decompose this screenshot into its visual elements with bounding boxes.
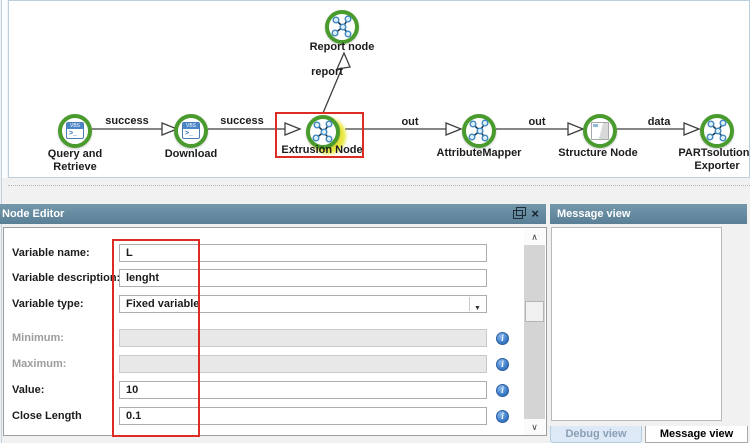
workflow-canvas[interactable]: success success out out data report Repo… [8, 0, 750, 178]
chevron-down-icon: ▼ [474, 305, 481, 312]
info-icon-close-length[interactable]: i [496, 410, 509, 423]
input-maximum [119, 355, 487, 373]
info-icon-value[interactable]: i [496, 384, 509, 397]
node-label-structure: Structure Node [558, 147, 638, 159]
node-download[interactable]: VBS >_ [174, 114, 208, 148]
node-label-query-line1: Query and [47, 148, 103, 160]
node-label-partsolutions-line2: Exporter [694, 160, 740, 172]
script-icon: VBS >_ [66, 122, 84, 139]
label-maximum: Maximum: [12, 358, 67, 370]
dropdown-variable-type[interactable]: Fixed variable ▼ [119, 295, 487, 313]
network-icon [331, 15, 352, 38]
network-icon [468, 119, 489, 142]
scroll-up-icon[interactable]: ∧ [524, 229, 545, 245]
scrollbar-thumb[interactable] [525, 301, 544, 322]
node-label-query-line2: Retrieve [53, 161, 97, 173]
node-extrusion[interactable] [306, 115, 340, 149]
message-view-content[interactable] [551, 227, 722, 421]
dropdown-button[interactable]: ▼ [469, 297, 485, 312]
node-editor-title: Node Editor [2, 208, 65, 220]
dropdown-selected-value: Fixed variable [126, 298, 200, 310]
message-view-title: Message view [557, 208, 631, 220]
form-scrollbar[interactable]: ∧ ∨ [524, 229, 545, 435]
info-icon-maximum[interactable]: i [496, 358, 509, 371]
label-variable-description: Variable description: [12, 272, 121, 284]
node-label-extrusion: Extrusion Node [281, 144, 363, 156]
input-variable-name[interactable] [119, 244, 487, 262]
float-window-icon[interactable] [513, 206, 527, 219]
node-label-attribute-mapper: AttributeMapper [436, 147, 522, 159]
node-query-and-retrieve[interactable]: VBS >_ [58, 114, 92, 148]
tab-debug-view[interactable]: Debug view [550, 426, 642, 443]
node-label-partsolutions-line1: PARTsolutions [678, 147, 750, 159]
tab-message-view[interactable]: Message view [645, 426, 748, 443]
edge-label-report: report [311, 66, 343, 78]
scroll-down-icon[interactable]: ∨ [524, 419, 545, 435]
node-ring [58, 114, 92, 148]
script-icon: VBS >_ [182, 122, 200, 139]
input-value[interactable] [119, 381, 487, 399]
node-partsolutions-exporter[interactable] [700, 114, 734, 148]
label-close-length: Close Length [12, 410, 82, 422]
script-icon-badge: VBS [67, 123, 83, 129]
workflow-edges [92, 51, 701, 136]
message-view-titlebar[interactable]: Message view [550, 204, 747, 224]
label-value: Value: [12, 384, 45, 396]
network-icon [706, 119, 727, 142]
label-minimum: Minimum: [12, 332, 64, 344]
edge-label-success-2: success [220, 115, 264, 127]
node-editor-titlebar[interactable]: Node Editor × [0, 204, 546, 224]
node-ring [306, 115, 340, 149]
input-close-length[interactable] [119, 407, 487, 425]
info-icon-minimum[interactable]: i [496, 332, 509, 345]
node-structure[interactable] [583, 114, 617, 148]
document-icon [591, 122, 609, 140]
script-icon-prompt: >_ [185, 130, 193, 137]
edge-label-out-1: out [401, 116, 419, 128]
edge-label-out-2: out [528, 116, 546, 128]
input-minimum [119, 329, 487, 347]
input-variable-description[interactable] [119, 269, 487, 287]
edge-label-data: data [647, 116, 671, 128]
node-attribute-mapper[interactable] [462, 114, 496, 148]
label-variable-name: Variable name: [12, 247, 90, 259]
collapsed-panel-edge [2, 0, 7, 178]
node-report[interactable] [325, 10, 359, 44]
dock-separator [8, 185, 750, 186]
close-icon[interactable]: × [531, 206, 539, 221]
network-icon [312, 120, 333, 143]
script-icon-badge: VBS [183, 123, 199, 129]
node-label-download: Download [164, 148, 218, 160]
label-variable-type: Variable type: [12, 298, 84, 310]
highlight-rectangle-fields [112, 239, 200, 437]
script-icon-prompt: >_ [69, 130, 77, 137]
highlight-rectangle-extrusion [275, 112, 364, 158]
edge-label-success-1: success [105, 115, 149, 127]
node-label-report: Report node [309, 41, 375, 53]
